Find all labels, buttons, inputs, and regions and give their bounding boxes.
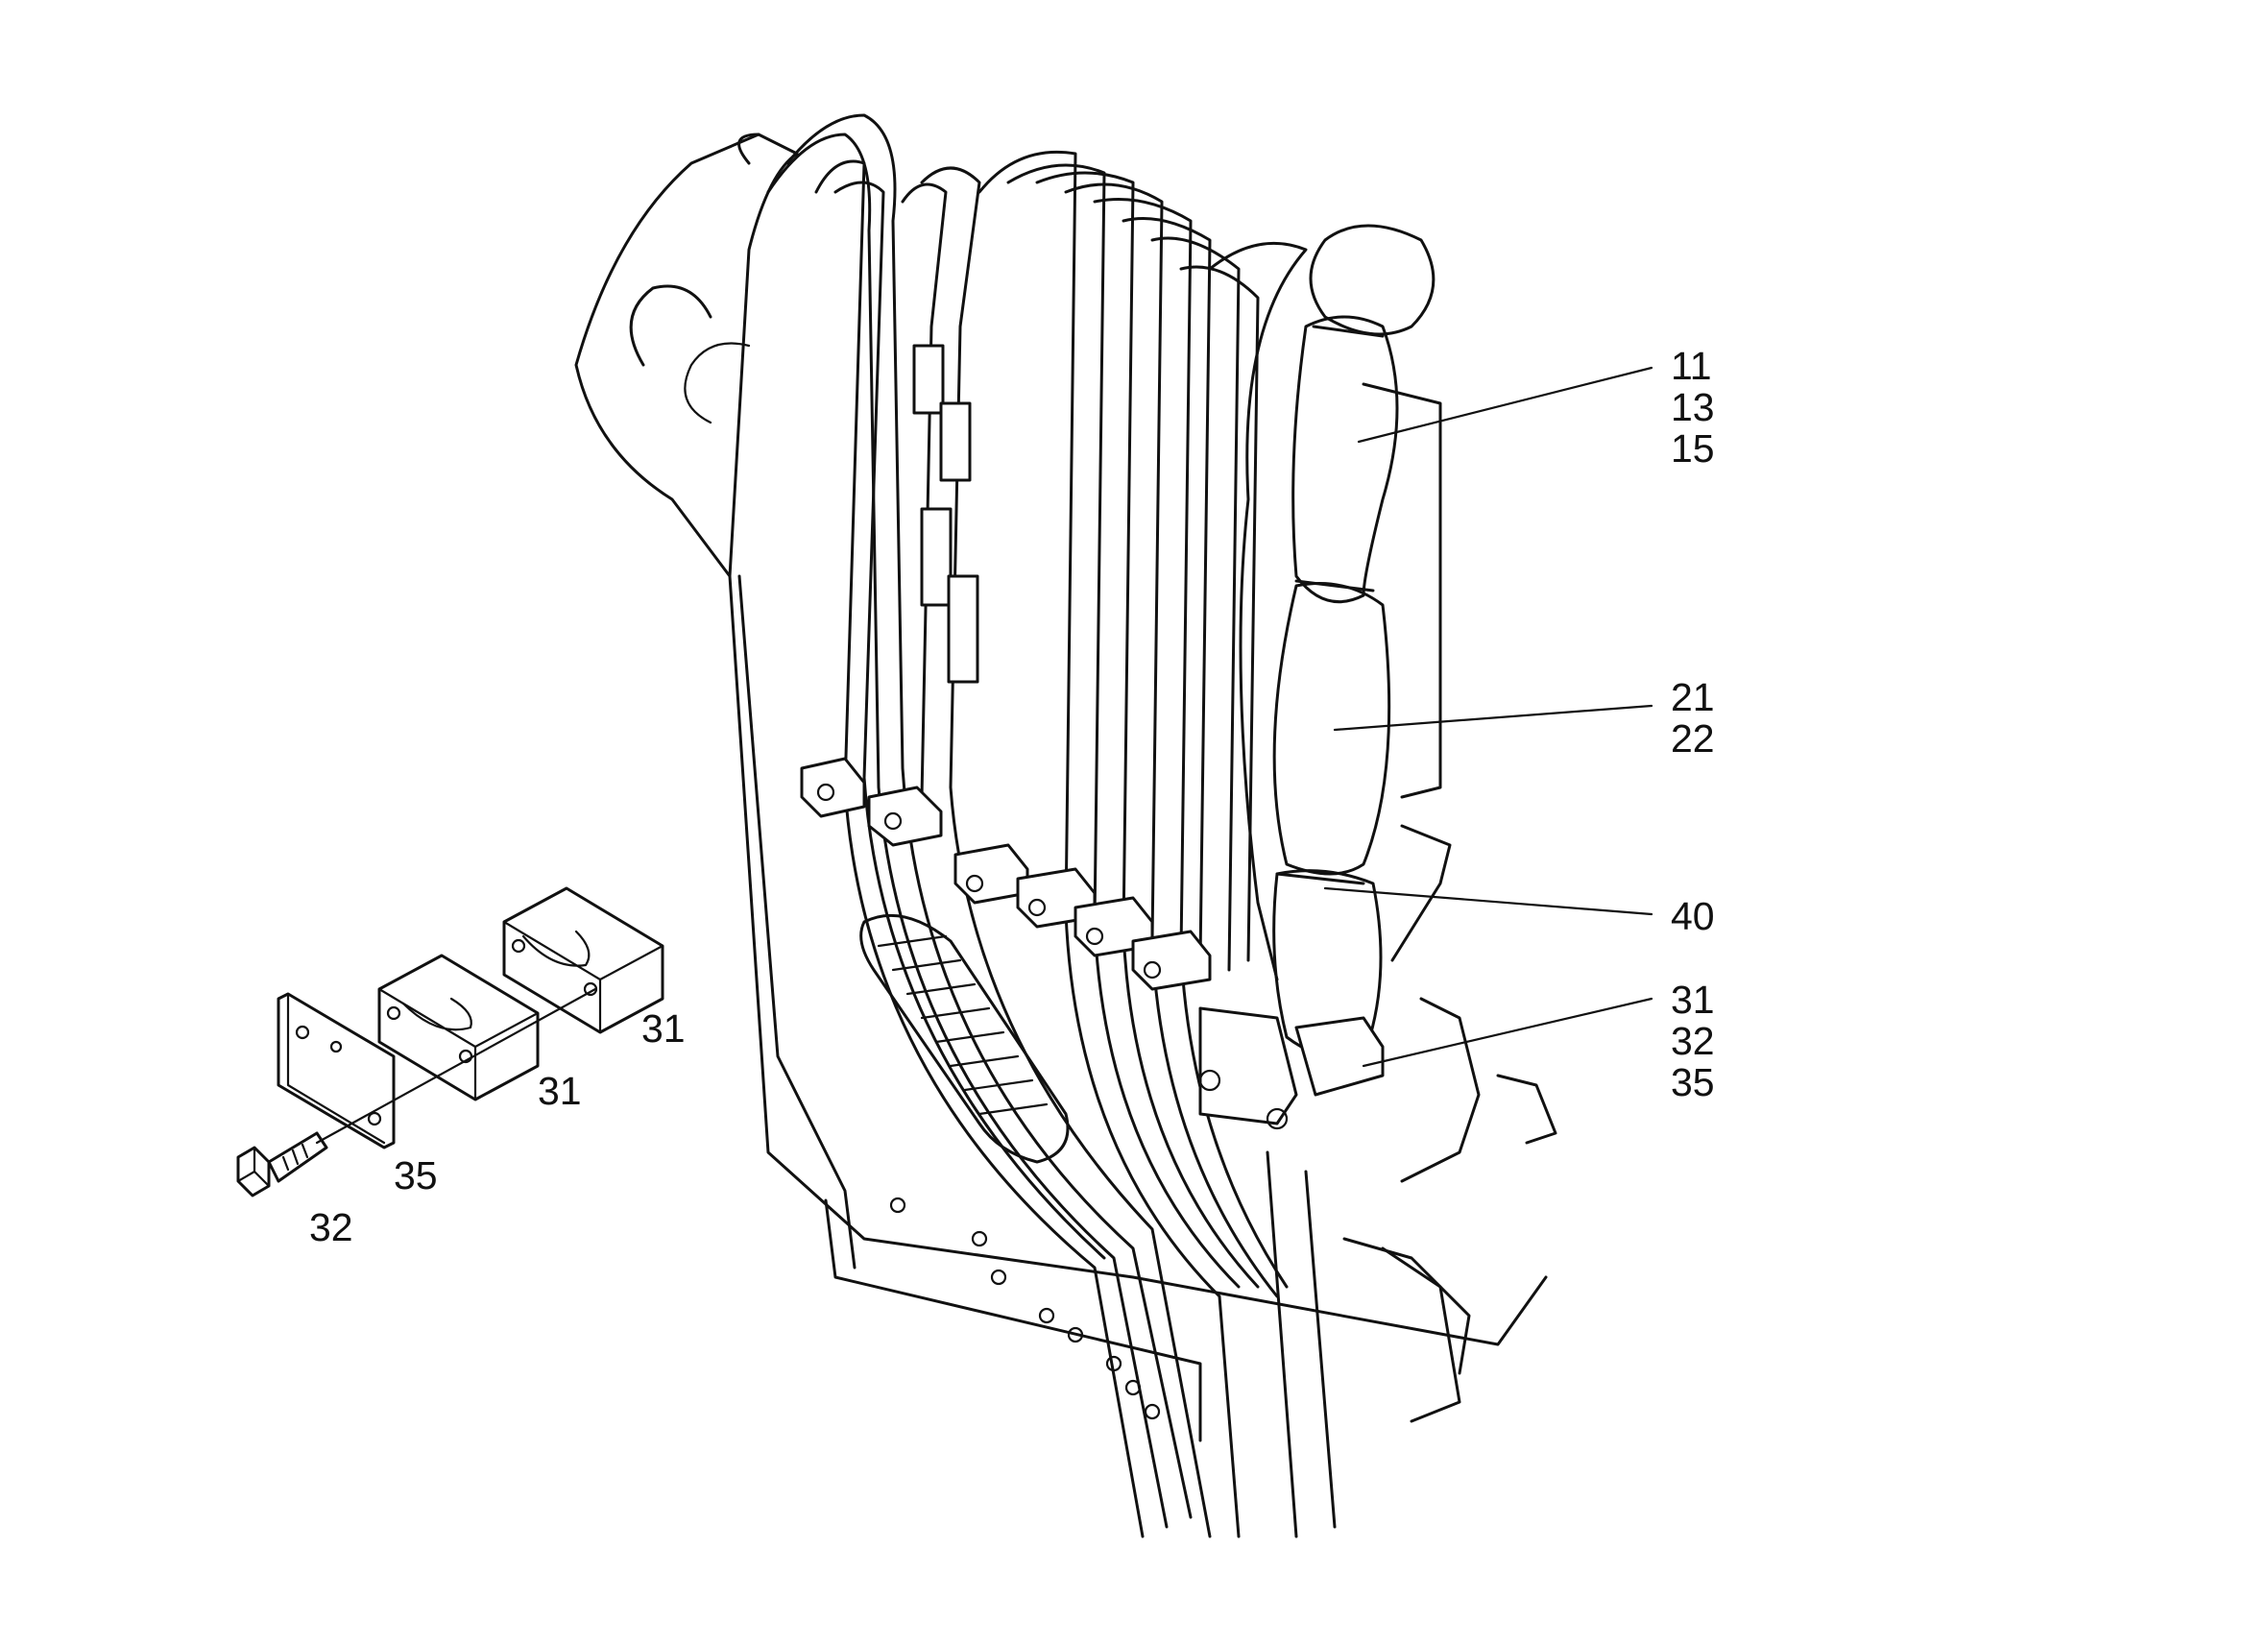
hex-bolt — [236, 1131, 328, 1197]
callout-21-22: 21 22 — [1671, 675, 1715, 761]
callout-label: 21 — [1671, 675, 1715, 719]
hydraulic-hoses — [766, 113, 1461, 1538]
clamp-upper-label: 31 — [641, 1006, 686, 1051]
assembly-axis-line — [315, 987, 597, 1145]
callout-label: 35 — [1671, 1060, 1715, 1104]
plate-label: 35 — [394, 1153, 438, 1197]
clamp-lower-label: 31 — [538, 1069, 582, 1113]
exploded-clamp-detail — [236, 886, 664, 1197]
frame-bolt-holes — [889, 1197, 1161, 1420]
callout-label: 13 — [1671, 385, 1715, 429]
callout-label: 40 — [1671, 894, 1715, 938]
callout-label: 32 — [1671, 1019, 1715, 1063]
cover-plate — [277, 992, 396, 1149]
fitting-mid-right — [947, 574, 979, 684]
callout-label: 11 — [1671, 344, 1712, 388]
callout-label: 31 — [1671, 978, 1715, 1022]
callout-40: 40 — [1671, 894, 1715, 938]
clamp-half-upper — [502, 886, 664, 1034]
leader-lines — [1323, 366, 1653, 1068]
clamp-half-lower — [377, 954, 540, 1101]
bolt-label: 32 — [309, 1205, 353, 1249]
callout-31-32-35: 31 32 35 — [1671, 978, 1715, 1104]
protective-bag — [1272, 224, 1436, 1060]
detail-labels: 31 31 35 32 — [309, 1006, 686, 1249]
fitting-mid-left — [920, 507, 953, 607]
callout-11-13-15: 11 13 15 — [1671, 344, 1715, 471]
corrugated-sleeve — [859, 913, 1070, 1164]
callout-label: 22 — [1671, 716, 1715, 761]
mounting-frame — [574, 133, 1557, 1442]
fitting-upper-right — [939, 401, 972, 482]
hose-clamps-on-frame — [800, 757, 1385, 1130]
fitting-upper-left — [912, 344, 945, 415]
callout-label: 15 — [1671, 426, 1715, 471]
